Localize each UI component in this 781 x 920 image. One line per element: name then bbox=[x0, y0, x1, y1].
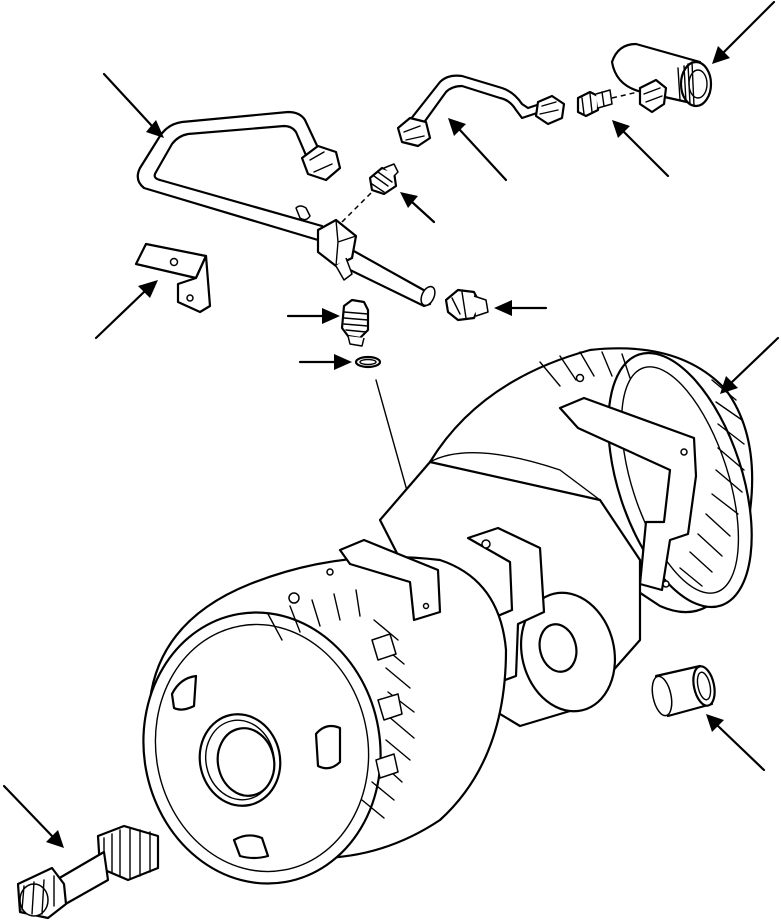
splined-shaft bbox=[16, 824, 160, 920]
mounting-bracket bbox=[134, 242, 212, 314]
arrow-o-ring bbox=[298, 354, 352, 370]
elbow-fitting-large bbox=[610, 42, 713, 114]
straight-connector bbox=[576, 89, 613, 118]
arrow-elbow-large bbox=[712, 0, 776, 64]
arrow-connector-upper-right bbox=[612, 120, 670, 178]
arrow-shaft bbox=[2, 784, 64, 848]
clutch-housing bbox=[142, 347, 754, 885]
arrows bbox=[2, 0, 780, 848]
arrow-tube-upper-right bbox=[448, 118, 508, 182]
needle-bearing bbox=[651, 664, 716, 718]
arrow-bracket bbox=[94, 280, 158, 340]
arrow-elbow-small bbox=[400, 192, 436, 224]
plug bbox=[444, 288, 489, 322]
arrow-bearing bbox=[706, 714, 766, 772]
straight-connector-center bbox=[340, 298, 370, 347]
arrow-plug bbox=[494, 300, 548, 316]
centerline-tee-elbow bbox=[341, 185, 379, 223]
tube-assembly bbox=[136, 110, 436, 308]
arrow-connector-center bbox=[286, 308, 340, 324]
arrow-housing bbox=[720, 336, 780, 394]
arrow-tube-upper-left bbox=[102, 72, 164, 138]
elbow-fitting-small bbox=[368, 163, 399, 196]
tube-assembly-right bbox=[396, 74, 566, 148]
centerline-connector-elbow bbox=[611, 91, 639, 99]
